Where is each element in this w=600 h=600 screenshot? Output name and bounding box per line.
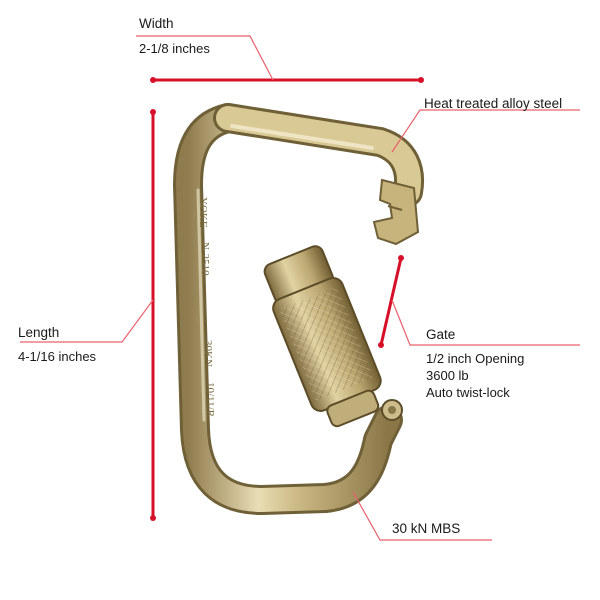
width-value: 2-1/8 inches bbox=[139, 41, 210, 56]
length-dimension bbox=[150, 109, 156, 521]
width-title: Width bbox=[139, 16, 174, 31]
width-leader bbox=[136, 35, 274, 81]
engraving-maker: YOKE bbox=[197, 197, 209, 228]
material-leader bbox=[391, 109, 580, 153]
mbs-label: 30 kN MBS bbox=[392, 521, 461, 536]
length-title: Length bbox=[18, 325, 60, 340]
spine-engraving: YOKE N-2510 30KN 10/11/R bbox=[197, 197, 216, 418]
engraving-model: N-2510 bbox=[199, 242, 211, 276]
gate-title: Gate bbox=[426, 327, 456, 342]
length-leader bbox=[20, 299, 154, 343]
engraving-year: 10/11/R bbox=[204, 382, 216, 418]
gate-lock: Auto twist-lock bbox=[426, 385, 510, 400]
gate-opening: 1/2 inch Opening bbox=[426, 351, 525, 366]
width-dimension bbox=[150, 77, 424, 83]
material-label: Heat treated alloy steel bbox=[424, 96, 563, 111]
gate-sleeve bbox=[263, 245, 382, 428]
leader-lines bbox=[20, 35, 580, 541]
mbs-leader bbox=[352, 491, 492, 541]
carabiner-nose bbox=[372, 178, 420, 246]
length-value: 4-1/16 inches bbox=[18, 349, 97, 364]
engraving-rating: 30KN bbox=[202, 340, 214, 367]
gate-indicator bbox=[378, 255, 404, 348]
gate-leader bbox=[391, 299, 580, 346]
carabiner-body bbox=[173, 103, 424, 515]
gate-strength: 3600 lb bbox=[426, 368, 469, 383]
